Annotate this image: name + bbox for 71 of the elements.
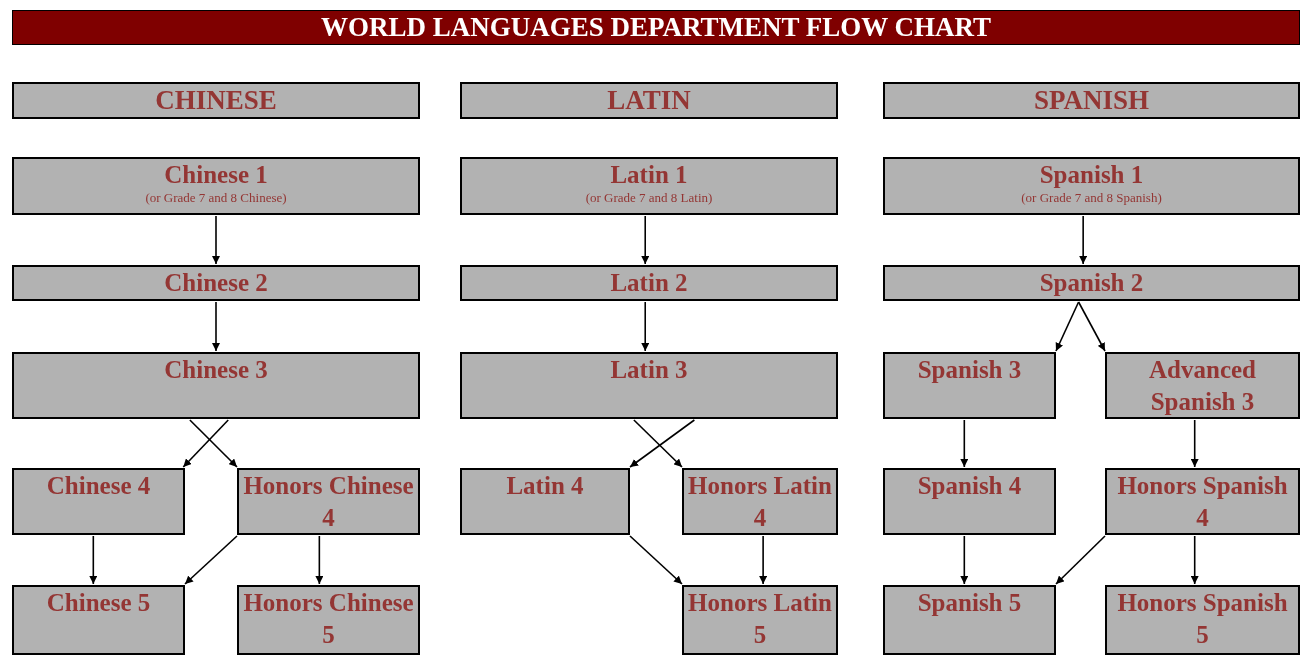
course-box [883, 352, 1056, 419]
arrow [960, 419, 969, 468]
course-box [883, 468, 1056, 535]
course-box [682, 585, 838, 655]
arrow [184, 535, 238, 585]
course-box [883, 585, 1056, 655]
language-header-box [883, 82, 1300, 119]
course-name: Honors Latin 5 [688, 588, 832, 650]
arrow [89, 535, 98, 585]
arrow [641, 215, 650, 265]
course-name: Honors Latin 4 [688, 471, 832, 533]
course-name: Latin 3 [610, 355, 688, 385]
language-header-box [12, 82, 420, 119]
arrow [1077, 301, 1106, 352]
course-box [460, 157, 838, 215]
course-box [460, 468, 630, 535]
course-name: Chinese 3 [164, 355, 268, 385]
language-header-box [460, 82, 838, 119]
course-name: Chinese 4 [46, 471, 151, 501]
arrow [1190, 535, 1199, 585]
language-heading: CHINESE [155, 84, 277, 117]
course-name: Honors Spanish 5 [1116, 588, 1289, 650]
course-name: Spanish 2 [1039, 268, 1144, 298]
arrow [1079, 215, 1088, 265]
course-box [12, 157, 420, 215]
course-name: Latin 4 [506, 471, 584, 501]
course-box [883, 157, 1300, 215]
course-box [12, 468, 185, 535]
course-name: Advanced Spanish 3 [1148, 355, 1257, 417]
course-box [1105, 352, 1300, 419]
course-box [1105, 585, 1300, 655]
course-name: Spanish 5 [917, 588, 1022, 618]
arrow [189, 419, 238, 468]
course-name: Honors Chinese 5 [243, 588, 414, 650]
course-name: Chinese 5 [46, 588, 151, 618]
title-banner: WORLD LANGUAGES DEPARTMENT FLOW CHART [12, 10, 1300, 45]
arrow [212, 215, 220, 265]
course-name: Latin 2 [610, 268, 688, 298]
course-name: Honors Spanish 4 [1116, 471, 1289, 533]
course-note: (or Grade 7 and 8 Spanish) [1021, 191, 1162, 205]
course-name: Chinese 1 [164, 160, 268, 190]
course-box [460, 265, 838, 301]
arrow [1055, 301, 1080, 352]
course-box [460, 352, 838, 419]
arrow [629, 419, 696, 468]
course-box [12, 585, 185, 655]
course-note: (or Grade 7 and 8 Chinese) [145, 191, 287, 205]
language-heading: LATIN [607, 84, 691, 117]
course-name: Spanish 4 [917, 471, 1022, 501]
arrow [315, 535, 324, 585]
arrow [1190, 419, 1199, 468]
course-note: (or Grade 7 and 8 Latin) [585, 191, 713, 205]
course-name: Spanish 3 [917, 355, 1022, 385]
course-box [1105, 468, 1300, 535]
course-name: Honors Chinese 4 [243, 471, 414, 533]
course-box [12, 352, 420, 419]
course-name: Chinese 2 [164, 268, 268, 298]
course-box [883, 265, 1300, 301]
course-name: Spanish 1 [1039, 160, 1144, 190]
arrow [629, 535, 683, 585]
course-box [237, 585, 420, 655]
arrow [759, 535, 768, 585]
arrow [633, 419, 683, 468]
language-heading: SPANISH [1034, 84, 1149, 117]
arrow [1055, 535, 1106, 585]
arrow [641, 301, 650, 352]
course-name: Latin 1 [610, 160, 688, 190]
course-box [12, 265, 420, 301]
arrow [960, 535, 969, 585]
arrow [182, 419, 230, 468]
arrow [212, 301, 220, 352]
